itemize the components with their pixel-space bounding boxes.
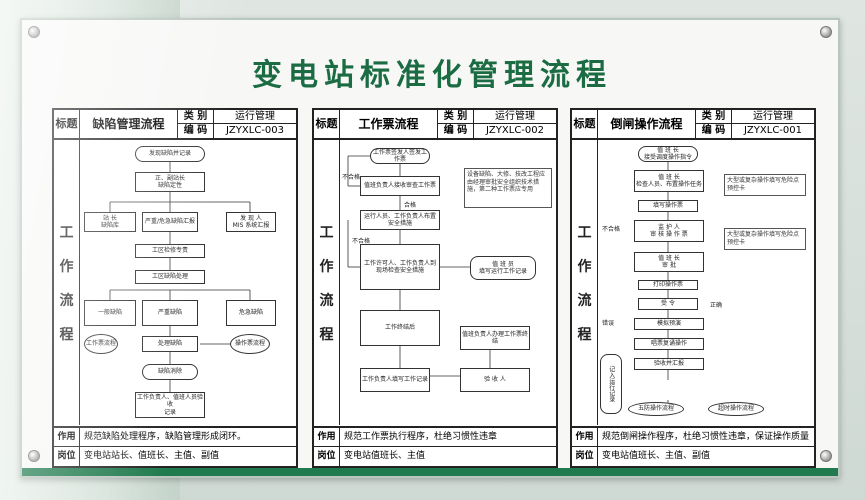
panel-header: 标题 缺陷管理流程 类 别 运行管理 编 码 JZYXLC-003 [54,110,296,140]
purpose-text: 规范倒闸操作程序，杜绝习惯性违章，保证操作质量 [602,432,810,442]
flow-node: 记入运行记录 [600,354,622,414]
panel-header: 标题 工作票流程 类 别 运行管理 编 码 JZYXLC-002 [314,110,556,140]
screw-icon [28,450,40,462]
flow-node: 值 班 长接受调度操作指令 [638,146,698,162]
flow-node: 值班负责人接收审查工作票 [360,176,440,196]
flow-node: 站 长缺陷库 [84,212,136,232]
flow-node: 工区检修专责 [135,244,205,258]
flow-node: 五防操作流程 [628,402,684,416]
role-text: 变电站站长、值班长、主值、副值 [84,451,220,461]
flow-node: 受 令 [638,298,698,310]
flow-node: 打印操作票 [638,280,698,290]
panel-header: 标题 倒闸操作流程 类 别 运行管理 编 码 JZYXLC-001 [572,110,814,140]
flow-node: 工作许可人、工作负责人到现场检查安全措施 [360,244,440,290]
screw-icon [28,26,40,38]
flowchart: 工作票签发人签发工作票 值班负责人接收审查工作票 设备缺陷、大修、技改工程应由经… [340,140,556,425]
flow-note: 设备缺陷、大修、技改工程应由经理审批安全组织技术措施，第二种工作票应专用 [464,168,552,208]
flow-node: 危急缺陷 [226,300,276,326]
side-label: 工作 流程 [572,140,598,425]
board-bottom-bar [22,468,838,476]
display-board: 变电站标准化管理流程 标题 缺陷管理流程 类 别 运行管理 编 码 JZYXLC… [20,18,840,478]
flow-node: 验收并汇报 [634,358,704,370]
code-value: JZYXLC-001 [743,125,802,136]
flow-note: 大型或复杂操作填写危险点预控卡 [724,228,806,250]
code-value: JZYXLC-003 [225,125,284,136]
flow-node: 监 护 人审 核 操 作 票 [634,220,704,242]
screw-icon [820,450,832,462]
purpose-text: 规范工作票执行程序，杜绝习惯性违章 [344,432,498,442]
category-value: 运行管理 [474,110,556,124]
flow-node: 值班负责人办理工作票终结 [460,326,530,350]
flowchart: 值 班 长接受调度操作指令 值 班 长检查人员、布置操作任务 大型或复杂操作填写… [598,140,814,425]
side-label: 工作 流程 [314,140,340,425]
role-text: 变电站值班长、主值 [344,451,426,461]
panel-footer: 作用规范工作票执行程序，杜绝习惯性违章 岗位变电站值班长、主值 [314,426,556,466]
flow-node: 一般缺陷 [84,300,136,326]
flow-node: 唱票复诵操作 [634,338,704,350]
panel-title: 工作票流程 [340,110,438,138]
board-title: 变电站标准化管理流程 [252,58,612,93]
screw-icon [820,26,832,38]
flow-node: 工作终结后 [360,310,440,346]
code-key: 编 码 [178,124,214,138]
category-value: 运行管理 [214,110,296,124]
flow-node: 工作票签发人签发工作票 [370,148,430,164]
category-value: 运行管理 [732,110,814,124]
role-text: 变电站值班长、主值、副值 [602,451,711,461]
code-value: JZYXLC-002 [485,125,544,136]
category-key: 类 别 [178,110,214,124]
purpose-text: 规范缺陷处理程序，缺陷管理形成闭环。 [84,432,247,442]
panel-work-ticket: 标题 工作票流程 类 别 运行管理 编 码 JZYXLC-002 工作 流程 [312,108,558,468]
flow-node: 缺陷消除 [142,364,198,380]
flow-node: 运行人员、工作负责人布置安全措施 [360,210,440,230]
panel-footer: 作用规范倒闸操作程序，杜绝习惯性违章，保证操作质量 岗位变电站值班长、主值、副值 [572,426,814,466]
flow-node: 值 班 长审 批 [634,252,704,272]
header-label: 标题 [54,110,80,138]
flow-node: 模拟预演 [634,318,704,330]
flow-node: 处理缺陷 [142,336,198,352]
flow-node: 值 班 长检查人员、布置操作任务 [634,170,704,192]
panel-title: 倒闸操作流程 [598,110,696,138]
flow-node: 操作票流程 [230,334,270,354]
flow-node: 超时操作流程 [708,402,764,416]
flow-connectors [347,155,491,377]
panel-defect-management: 标题 缺陷管理流程 类 别 运行管理 编 码 JZYXLC-003 工 作 流 … [52,108,298,468]
flow-node: 填写操作票 [638,200,698,212]
flow-node: 严重缺陷 [142,300,198,326]
flow-node: 工作负责人、值班人员验收记录 [135,392,205,418]
flow-node: 验 收 人 [460,368,530,392]
panel-switching-operation: 标题 倒闸操作流程 类 别 运行管理 编 码 JZYXLC-001 工作 流程 [570,108,816,468]
flow-note: 大型或复杂操作填写危险点预控卡 [724,174,806,196]
panel-footer: 作用规范缺陷处理程序，缺陷管理形成闭环。 岗位变电站站长、值班长、主值、副值 [54,426,296,466]
flow-node: 严重/危急缺陷汇报 [142,212,198,232]
flow-node: 正、副站长缺陷定性 [135,172,205,192]
flow-node: 工作票流程 [84,334,118,354]
panel-title: 缺陷管理流程 [80,110,178,138]
flow-node: 发现缺陷并记录 [135,146,205,162]
flow-node: 工作负责人填写工作记录 [360,368,430,392]
side-label: 工 作 流 程 [54,140,80,425]
flow-node: 工区缺陷处理 [135,270,205,284]
flowchart: 发现缺陷并记录 正、副站长缺陷定性 站 长缺陷库 严重/危急缺陷汇报 发 现 人… [80,140,296,425]
flow-node: 值 班 员填写运行工作记录 [470,256,536,280]
